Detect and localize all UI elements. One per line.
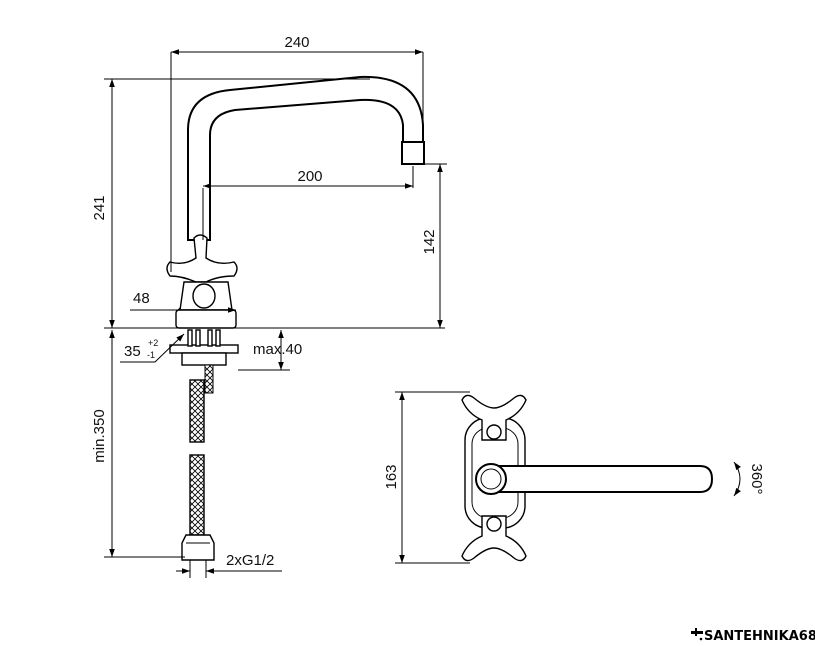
hose-nut xyxy=(181,534,215,561)
spout xyxy=(187,75,424,241)
top-dimensions: 163 xyxy=(383,391,470,564)
top-view: 360° xyxy=(461,394,765,562)
rotation-arrow xyxy=(733,461,741,497)
dim-142: 142 xyxy=(421,229,438,254)
dim-rotation: 360° xyxy=(748,463,765,494)
hose-lower xyxy=(189,454,205,536)
side-view xyxy=(166,75,425,561)
dim-connection: 2xG1/2 xyxy=(226,552,274,569)
stud xyxy=(195,329,201,347)
tap-body-knob xyxy=(192,283,216,309)
dim-241: 241 xyxy=(91,195,108,220)
cross-handle xyxy=(166,234,238,283)
hose-upper xyxy=(189,379,205,443)
faucet-icon xyxy=(691,628,703,641)
dim-min350: min.350 xyxy=(91,409,108,462)
top-handle-upper xyxy=(461,394,527,441)
dim-35-tol-minus: -1 xyxy=(147,350,155,360)
brand-watermark: SANTEHNIKA68 xyxy=(691,628,815,644)
top-handle-upper-cap xyxy=(486,424,502,440)
top-handle-lower xyxy=(461,515,527,562)
brand-text: SANTEHNIKA68 xyxy=(704,629,815,644)
stud xyxy=(187,329,193,347)
dim-200: 200 xyxy=(297,168,322,185)
dim-163: 163 xyxy=(383,464,400,489)
mounting-nut xyxy=(181,352,227,366)
threaded-rod xyxy=(204,364,214,394)
stud xyxy=(215,329,221,347)
stud xyxy=(207,329,213,347)
tap-base xyxy=(175,309,237,329)
top-spout-arm xyxy=(493,465,714,493)
spout-outlet xyxy=(401,141,425,165)
dim-48: 48 xyxy=(133,290,150,307)
dim-240: 240 xyxy=(284,34,309,51)
dim-35: 35 xyxy=(124,343,141,360)
top-spout-hub xyxy=(475,463,507,495)
mounting-plate xyxy=(169,344,239,354)
dim-35-tol-plus: +2 xyxy=(148,338,158,348)
side-dimensions: 240 200 241 142 48 35 +2 -1 max.40 min.3… xyxy=(91,34,447,578)
top-handle-lower-cap xyxy=(486,516,502,532)
dim-max40: max.40 xyxy=(253,341,302,358)
